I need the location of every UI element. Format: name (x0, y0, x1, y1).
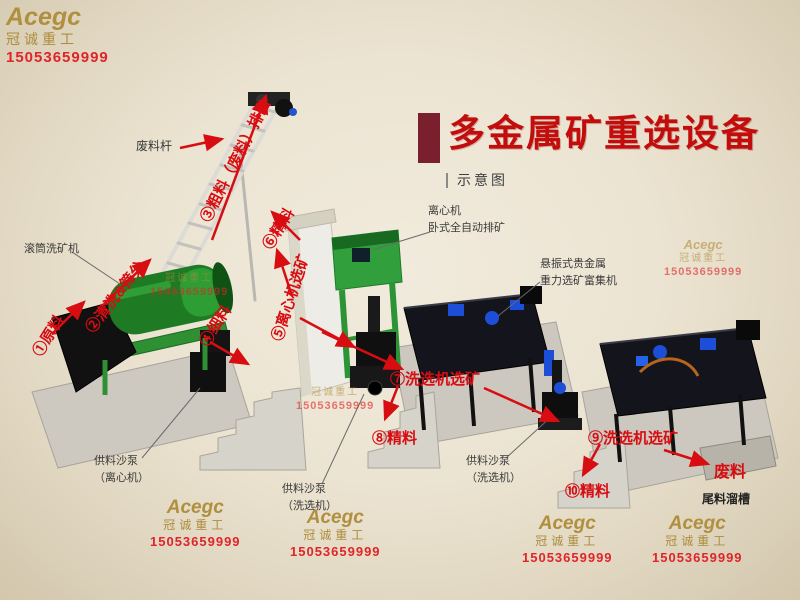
brand-company-text: 冠诚重工 (6, 31, 78, 48)
sand-pump-washer-mid (350, 296, 400, 396)
watermark-on-trommel: 冠诚重工 15053659999 (150, 272, 228, 299)
brand-phone-text: 15053659999 (6, 49, 109, 67)
brand-logo-text: Acegc (683, 237, 723, 252)
callout-tailing-chute: 尾料溜槽 (702, 492, 751, 506)
flow-step-7: ⑦洗选机选矿 (390, 371, 481, 388)
brand-company-text: 冠诚重工 (311, 387, 360, 398)
brand-phone-text: 15053659999 (296, 400, 375, 412)
callout-pump-washer-mid: 供料沙泵 （洗选机） (282, 483, 337, 512)
brand-phone-text: 15053659999 (664, 265, 743, 278)
page-title: 多金属矿重选设备 (448, 113, 760, 154)
brand-logo-text: Acegc (6, 3, 82, 31)
brand-logo-text: Acegc (166, 497, 224, 518)
callout-concentrator: 悬振式贵金属 重力选矿富集机 (540, 258, 617, 287)
brand-phone-text: 15053659999 (150, 286, 229, 298)
title-accent-square (418, 113, 440, 163)
callout-trommel: 滚筒洗矿机 (24, 243, 79, 255)
brand-company-text: 冠诚重工 (163, 517, 228, 532)
callout-waste-rod: 废料杆 (136, 139, 173, 153)
trommel-washer (51, 262, 234, 395)
brand-company-text: 冠诚重工 (679, 252, 728, 264)
process-flow-arrows (51, 93, 711, 478)
watermark-bottom-left: Acegc 冠诚重工 15053659999 (150, 498, 241, 550)
brand-phone-text: 15053659999 (290, 543, 381, 559)
callout-leader-lines (71, 231, 553, 485)
subtitle-row: 示意图 (446, 170, 508, 190)
flow-step-9: ⑨洗选机选矿 (588, 430, 679, 447)
table1-motor (448, 304, 464, 316)
page-title-block: 多金属矿重选设备 (418, 110, 760, 163)
brand-company-text: 冠诚重工 (303, 527, 368, 542)
brand-logo-text: Acegc (306, 507, 364, 528)
watermark-bottom-mid: Acegc 冠诚重工 15053659999 (290, 508, 381, 560)
watermark-bottom-right-1: Acegc 冠诚重工 15053659999 (522, 514, 613, 566)
shaking-table-1 (403, 286, 554, 431)
sand-pump-centrifuge-feed (190, 352, 226, 392)
flow-step-8: ⑧精料 (372, 430, 418, 447)
brand-company-text: 冠诚重工 (165, 273, 214, 284)
brand-phone-text: 15053659999 (652, 549, 743, 565)
flow-step-10: ⑩精料 (565, 483, 611, 500)
brand-phone-text: 15053659999 (522, 549, 613, 565)
ladder-pulley (275, 99, 293, 117)
callout-pump-centrifuge: 供料沙泵 （离心机） (94, 455, 149, 484)
watermark-mid-right: Acegc 冠诚重工 15053659999 (664, 238, 742, 279)
watermark-bottom-right-2: Acegc 冠诚重工 15053659999 (652, 514, 743, 566)
tailing-chute-shape (699, 435, 777, 481)
watermark-on-pump: 冠诚重工 15053659999 (296, 386, 374, 413)
flow-waste-label: 废料 (714, 464, 747, 481)
brand-company-text: 冠诚重工 (535, 533, 600, 548)
brand-company-text: 冠诚重工 (665, 533, 730, 548)
subtitle-bar (446, 172, 448, 188)
page-subtitle: 示意图 (457, 172, 508, 188)
brand-logo-text: Acegc (668, 513, 726, 534)
brand-logo-text: Acegc (538, 513, 596, 534)
callout-centrifuge: 离心机 卧式全自动排矿 (428, 205, 505, 234)
watermark-top-left: Acegc 冠诚重工 15053659999 (6, 4, 109, 68)
ladder-motor (289, 108, 297, 116)
shaking-table-2 (599, 320, 767, 463)
stairs-centrifuge (199, 387, 307, 471)
table2-hose (638, 357, 700, 377)
brand-phone-text: 15053659999 (150, 533, 241, 549)
callout-pump-washer-right: 供料沙泵 （洗选机） (466, 455, 521, 484)
